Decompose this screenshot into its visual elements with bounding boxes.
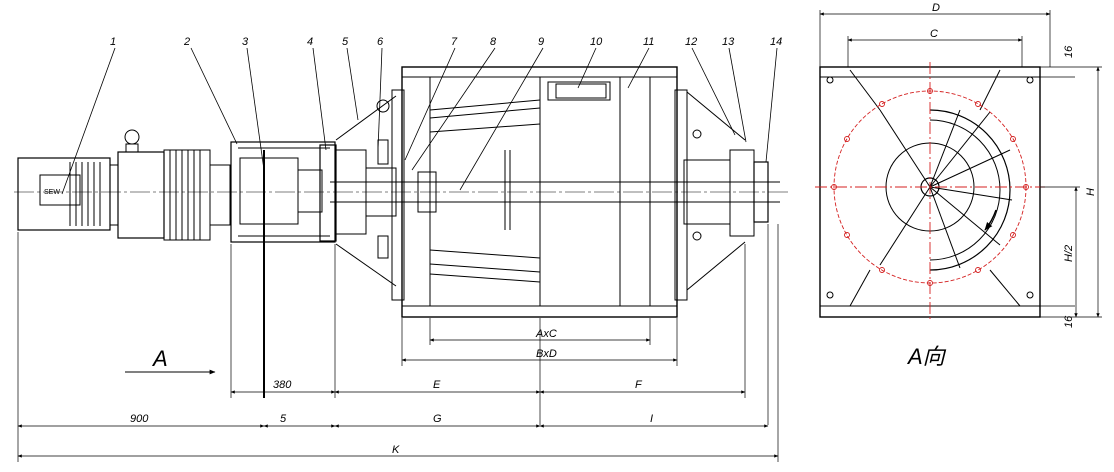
dim-c: C bbox=[930, 28, 938, 40]
part-number-8: 8 bbox=[490, 36, 497, 48]
dim-bxd: BxD bbox=[536, 348, 557, 360]
part-number-10: 10 bbox=[590, 36, 603, 48]
part-number-13: 13 bbox=[722, 36, 735, 48]
right-bearing bbox=[683, 91, 769, 291]
dim-k: K bbox=[392, 444, 400, 456]
bolt-circle bbox=[815, 62, 1045, 322]
view-arrow-label: A bbox=[151, 346, 168, 371]
end-view bbox=[819, 66, 1041, 318]
end-dimensions bbox=[819, 10, 1102, 318]
dim-h2: H/2 bbox=[1063, 245, 1075, 262]
dim-16-top: 16 bbox=[1063, 45, 1075, 58]
side-dimensions bbox=[17, 224, 779, 462]
motor bbox=[17, 157, 111, 231]
dim-f: F bbox=[635, 379, 643, 391]
part-number-2: 2 bbox=[183, 36, 190, 48]
part-number-7: 7 bbox=[451, 36, 458, 48]
part-number-4: 4 bbox=[307, 36, 313, 48]
part-leaders bbox=[61, 47, 778, 195]
dim-g: G bbox=[433, 413, 442, 425]
gear-reducer bbox=[109, 129, 231, 241]
part-number-9: 9 bbox=[538, 36, 544, 48]
part-number-11: 11 bbox=[643, 36, 654, 48]
dim-e: E bbox=[433, 379, 441, 391]
dim-380: 380 bbox=[273, 379, 292, 391]
part-number-5: 5 bbox=[342, 36, 349, 48]
dim-16-bottom: 16 bbox=[1063, 315, 1075, 328]
dim-axc: AxC bbox=[535, 328, 557, 340]
dim-d: D bbox=[932, 2, 940, 14]
view-title: A向 bbox=[906, 344, 947, 369]
dim-i: I bbox=[650, 413, 653, 425]
motor-badge: SEW bbox=[44, 189, 60, 196]
dim-5: 5 bbox=[280, 413, 287, 425]
left-bearing bbox=[335, 95, 397, 287]
part-number-1: 1 bbox=[110, 36, 116, 48]
dim-h: H bbox=[1085, 188, 1097, 196]
part-number-12: 12 bbox=[685, 36, 697, 48]
part-number-14: 14 bbox=[770, 36, 782, 48]
part-number-6: 6 bbox=[377, 36, 384, 48]
part-number-labels: 1 2 3 4 5 6 7 8 9 10 11 12 13 14 bbox=[110, 36, 782, 48]
dim-900: 900 bbox=[130, 413, 149, 425]
part-number-3: 3 bbox=[242, 36, 249, 48]
